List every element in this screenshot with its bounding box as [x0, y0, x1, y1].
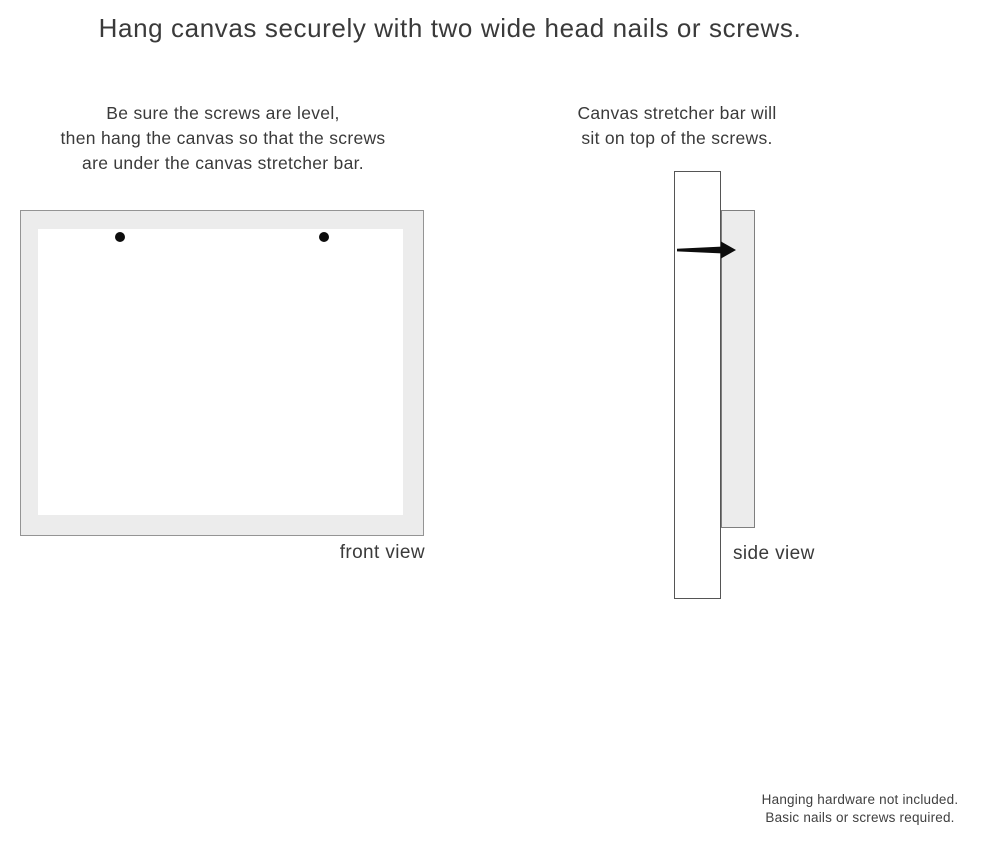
screw-side-profile-icon — [677, 241, 736, 259]
footer-line: Hanging hardware not included. — [761, 792, 959, 807]
front-view-canvas-face — [38, 229, 403, 515]
instruction-line: are under the canvas stretcher bar. — [82, 153, 364, 173]
footer-note: Hanging hardware not included. Basic nai… — [730, 791, 990, 827]
page-title: Hang canvas securely with two wide head … — [98, 13, 802, 43]
footer-line: Basic nails or screws required. — [765, 810, 955, 825]
side-view-stretcher-bar — [674, 171, 721, 599]
side-view-instructions: Canvas stretcher bar will sit on top of … — [527, 101, 827, 151]
side-view-label: side view — [733, 543, 815, 564]
side-view-canvas-body — [721, 210, 755, 528]
instruction-line: Be sure the screws are level, — [106, 103, 340, 123]
front-view-instructions: Be sure the screws are level, then hang … — [23, 101, 423, 176]
instruction-line: Canvas stretcher bar will — [577, 103, 777, 123]
instruction-line: sit on top of the screws. — [581, 128, 773, 148]
screw-left-icon — [115, 232, 125, 242]
screw-right-icon — [319, 232, 329, 242]
front-view-label: front view — [339, 542, 425, 563]
instruction-line: then hang the canvas so that the screws — [60, 128, 386, 148]
